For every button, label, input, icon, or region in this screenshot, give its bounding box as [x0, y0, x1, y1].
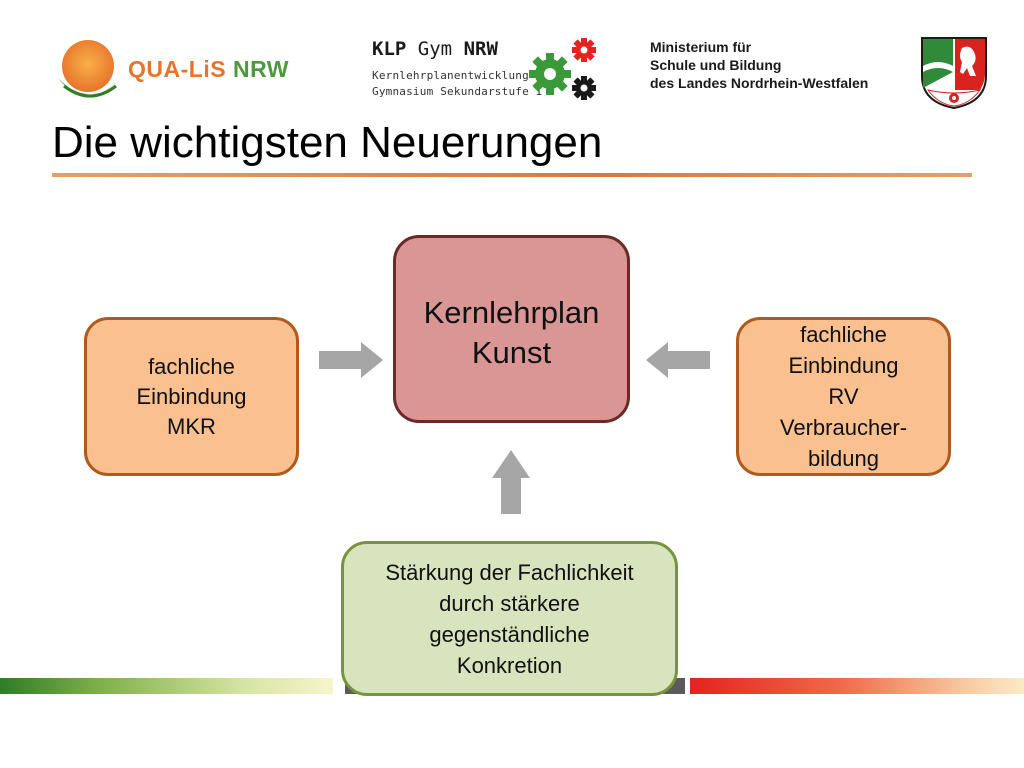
arrow-left-to-center	[319, 342, 383, 378]
qua-lis-sun-icon	[58, 40, 122, 98]
klp-subtitle-line2: Gymnasium Sekundarstufe I	[372, 85, 543, 98]
ministry-name: Ministerium für Schule und Bildung des L…	[650, 38, 868, 92]
title-underline	[52, 173, 972, 177]
klp-title-mid: Gym	[417, 38, 453, 60]
bottom-box-label: Stärkung der Fachlichkeit durch stärkere…	[385, 559, 634, 678]
page-title: Die wichtigsten Neuerungen	[52, 118, 603, 167]
klp-title-bold2: NRW	[463, 38, 498, 60]
footer-stripe-red	[690, 678, 1024, 694]
qua-lis-wordmark: QUA-LiS NRW	[128, 56, 289, 83]
left-box-label: fachliche Einbindung MKR	[136, 353, 247, 439]
arrow-bottom-to-center	[492, 450, 530, 514]
center-box-kernlehrplan: Kernlehrplan Kunst	[393, 235, 630, 423]
bottom-box-fachlichkeit: Stärkung der Fachlichkeit durch stärkere…	[341, 541, 678, 696]
footer-stripe-green	[0, 678, 333, 694]
ministry-line1: Ministerium für	[650, 39, 752, 55]
klp-title-bold1: KLP	[372, 38, 407, 60]
qua-lis-nrw-logo	[52, 36, 302, 108]
qua-lis-wordmark-part1: QUA-LiS	[128, 56, 227, 82]
gears-icon	[529, 38, 596, 100]
ministry-line3: des Landes Nordrhein-Westfalen	[650, 75, 869, 91]
klp-title: KLP Gym NRW	[372, 38, 498, 60]
arrow-right-to-center	[646, 342, 710, 378]
left-box-mkr: fachliche Einbindung MKR	[84, 317, 299, 476]
right-box-label: fachliche Einbindung RV Verbraucher- bil…	[779, 322, 908, 471]
klp-subtitle-line1: Kernlehrplanentwicklung	[372, 69, 529, 82]
center-box-label: Kernlehrplan Kunst	[423, 295, 600, 370]
right-box-rv: fachliche Einbindung RV Verbraucher- bil…	[736, 317, 951, 476]
nrw-coat-of-arms-icon	[921, 37, 987, 110]
ministry-line2: Schule und Bildung	[650, 57, 782, 73]
qua-lis-wordmark-part2: NRW	[232, 56, 289, 82]
klp-gym-nrw-logo: KLP Gym NRW Kernlehrplanentwicklung Gymn…	[372, 38, 612, 104]
